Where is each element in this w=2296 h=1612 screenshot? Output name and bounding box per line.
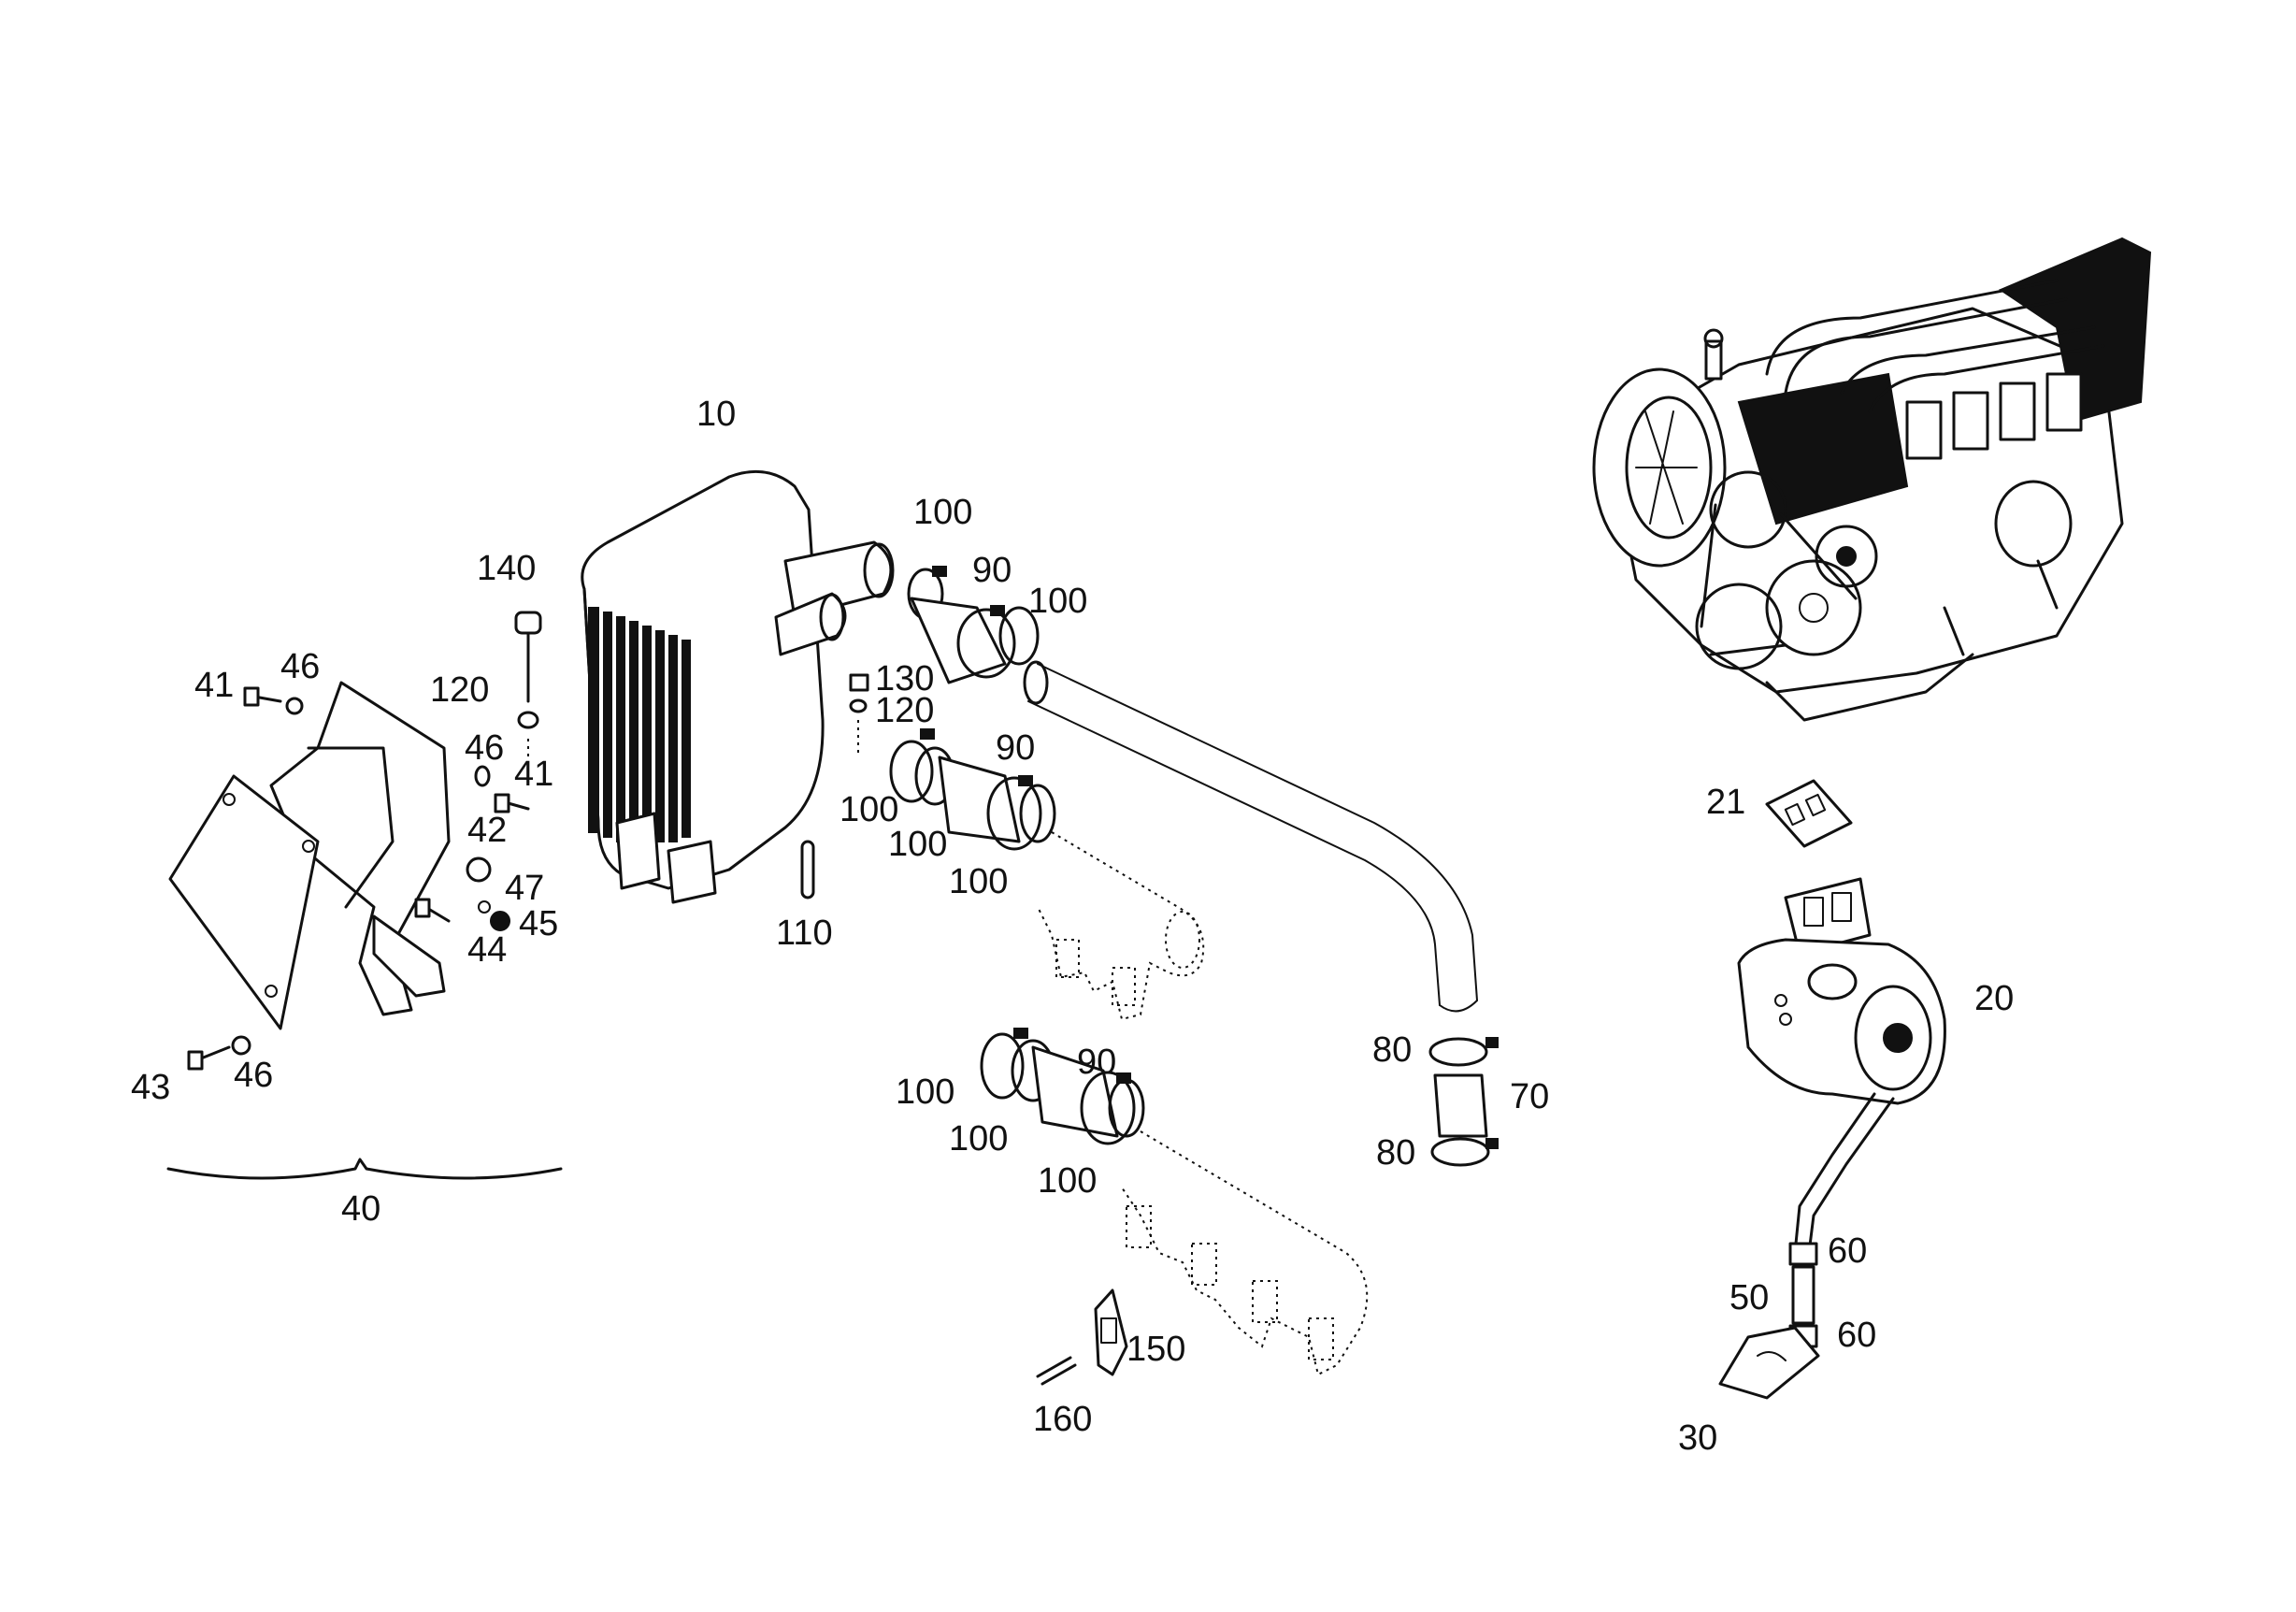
callout-80-upper: 80 [1372, 1030, 1412, 1070]
fasteners-bracket [187, 611, 869, 1071]
gasket-and-pin [1036, 1288, 1128, 1386]
callout-42: 42 [467, 811, 507, 850]
oil-return-line [1718, 1092, 1895, 1400]
callout-60-lower: 60 [1837, 1316, 1876, 1355]
callout-80-lower: 80 [1376, 1133, 1415, 1173]
charge-air-cooler [581, 469, 895, 904]
callout-100-g: 100 [949, 1119, 1008, 1159]
upper-hose-with-clamps [907, 566, 1040, 684]
callout-140: 140 [477, 549, 536, 588]
turbo-gasket [1765, 779, 1853, 848]
callout-100-f: 100 [896, 1072, 954, 1112]
engine-assembly-illustration [1592, 237, 2152, 722]
callout-labels: 10 20 21 30 40 41 41 42 43 44 45 46 46 4… [131, 395, 2014, 1458]
group-brace [166, 1158, 563, 1180]
callout-70: 70 [1510, 1077, 1549, 1116]
callout-46-lower: 46 [234, 1056, 273, 1095]
callout-45: 45 [519, 904, 558, 943]
charge-air-pipe [1023, 660, 1478, 1013]
callout-41-upper: 41 [194, 666, 234, 705]
callout-44: 44 [467, 930, 507, 970]
callout-46-middle: 46 [465, 728, 504, 768]
callout-100-c: 100 [839, 790, 898, 829]
middle-hose-with-clamps [889, 728, 1056, 851]
callout-110: 110 [776, 914, 833, 953]
exhaust-manifold [1121, 1130, 1369, 1376]
callout-100-h: 100 [1038, 1161, 1097, 1201]
callout-90-lower: 90 [1077, 1043, 1116, 1082]
connector-hose [1428, 1037, 1499, 1167]
callout-90-middle: 90 [996, 728, 1035, 768]
callout-120-right: 120 [875, 691, 934, 730]
lower-hose-with-clamps [980, 1028, 1145, 1145]
callout-120-left: 120 [430, 670, 489, 710]
callout-100-d: 100 [888, 825, 947, 864]
callout-20: 20 [1974, 979, 2014, 1018]
callout-90-upper: 90 [972, 551, 1012, 590]
callout-60-upper: 60 [1828, 1231, 1867, 1271]
callout-40: 40 [341, 1189, 380, 1229]
callout-30: 30 [1678, 1418, 1717, 1458]
callout-21: 21 [1706, 783, 1745, 822]
bracket-assembly [168, 681, 451, 1030]
callout-43: 43 [131, 1068, 170, 1107]
callout-10: 10 [696, 395, 736, 434]
turbocharger [1737, 877, 1946, 1105]
callout-160: 160 [1033, 1400, 1092, 1439]
callout-41-lower: 41 [514, 755, 553, 794]
callout-150: 150 [1126, 1330, 1185, 1369]
callout-50: 50 [1729, 1278, 1769, 1317]
callout-47: 47 [505, 869, 544, 908]
callout-130: 130 [875, 659, 934, 698]
callout-100-b: 100 [1028, 582, 1087, 621]
callout-100-a: 100 [913, 493, 972, 532]
callout-46-upper: 46 [280, 647, 320, 686]
intermediate-manifold [1037, 831, 1205, 1021]
callout-100-e: 100 [949, 862, 1008, 901]
